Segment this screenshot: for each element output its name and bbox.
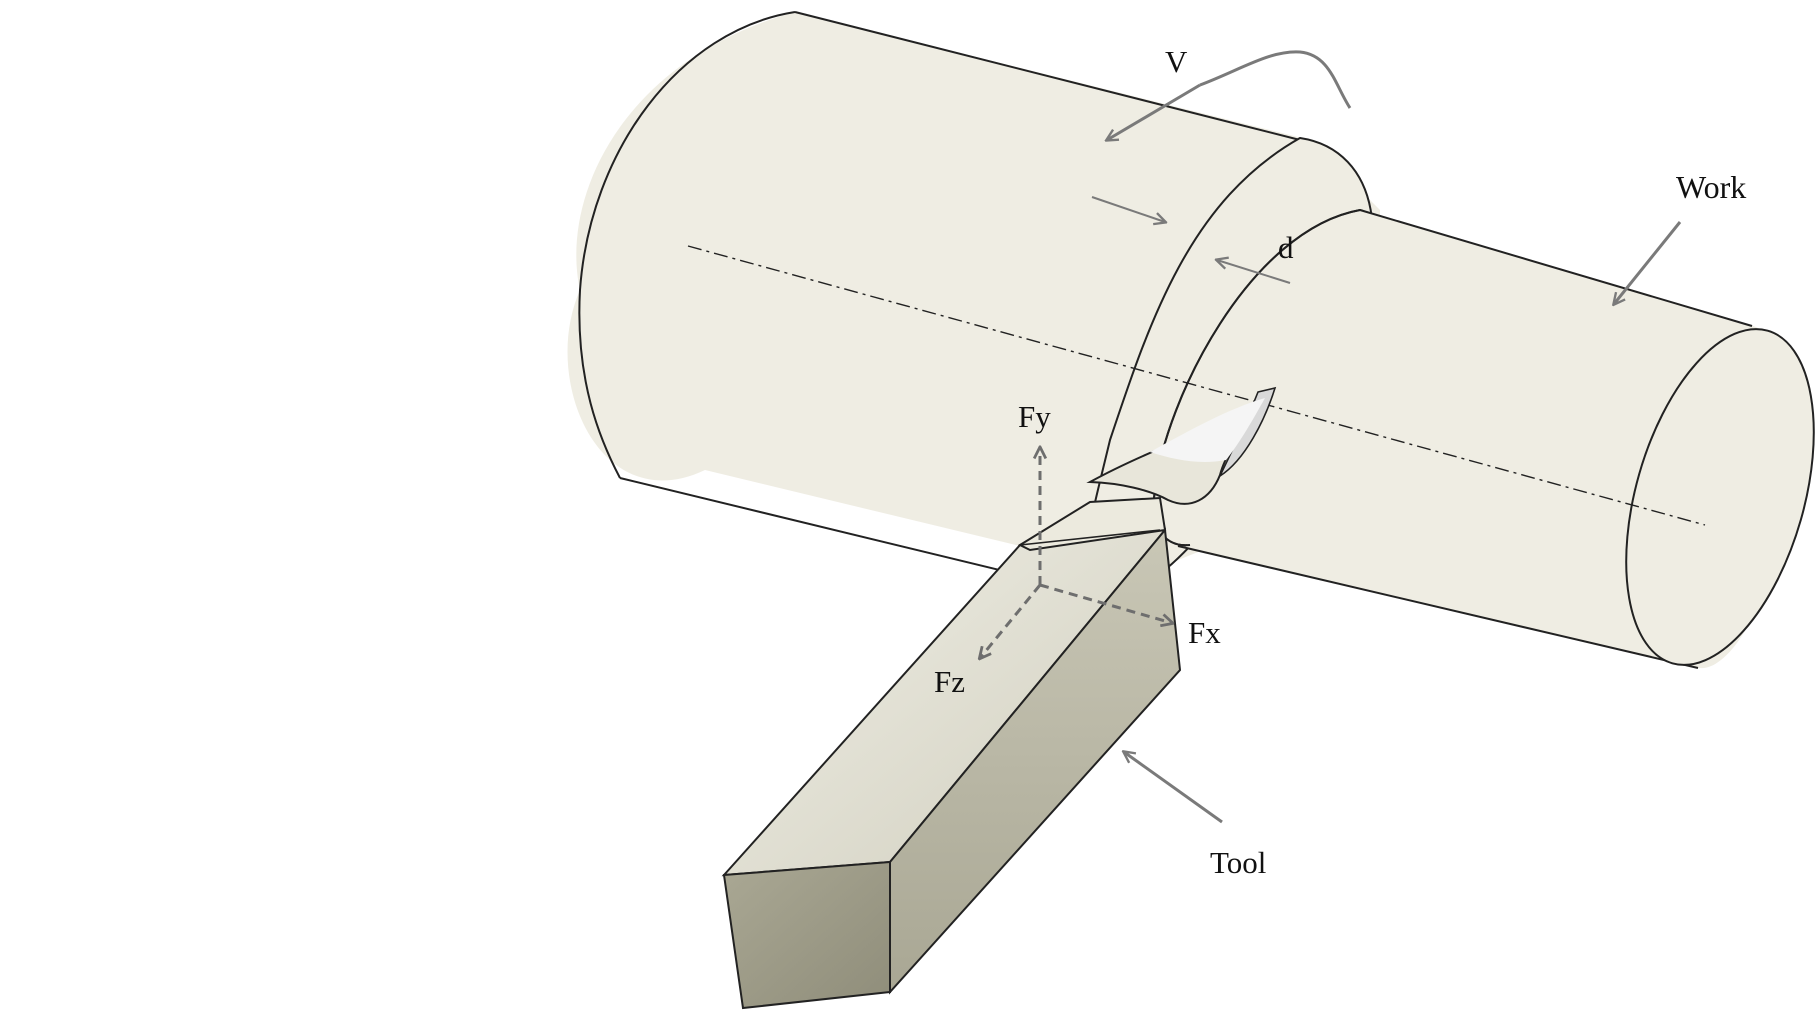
tool-tip [1017,496,1167,552]
force-vectors [980,448,1172,658]
force-z-label: Fz [934,664,965,699]
large-cylinder-top-edge [794,11,1301,141]
axis-centerline [687,245,1706,526]
chip-highlight [1150,398,1265,463]
depth-arrow-outer [1091,196,1165,222]
depth-arrow-inner [1217,260,1291,284]
work-label: Work [1676,169,1746,205]
tool-rake-line [1019,529,1161,546]
depth-of-cut-label: d [1278,230,1294,265]
chip [1086,386,1277,505]
force-z-arrow [980,584,1042,658]
small-cylinder-bottom-edge [1177,545,1699,669]
large-cylinder-bottom-edge [619,477,1021,576]
force-y-label: Fy [1018,399,1051,434]
force-x-label: Fx [1188,615,1221,650]
velocity-arrow [1107,83,1201,140]
annotation-arrows [1091,50,1682,824]
tool-arrow [1124,752,1223,824]
large-cylinder-left-end [578,11,796,479]
tool-label: Tool [1210,845,1266,880]
workpiece-small-cylinder [1177,209,1815,669]
velocity-label: V [1165,44,1188,79]
velocity-arrow-tail [1199,50,1352,109]
tool-end-face [722,860,891,1010]
work-arrow [1614,221,1682,304]
small-cylinder-top-edge [1359,209,1753,327]
force-x-arrow [1039,583,1172,623]
small-cylinder-end-face [1625,328,1815,666]
cutting-tool [721,496,1182,1010]
